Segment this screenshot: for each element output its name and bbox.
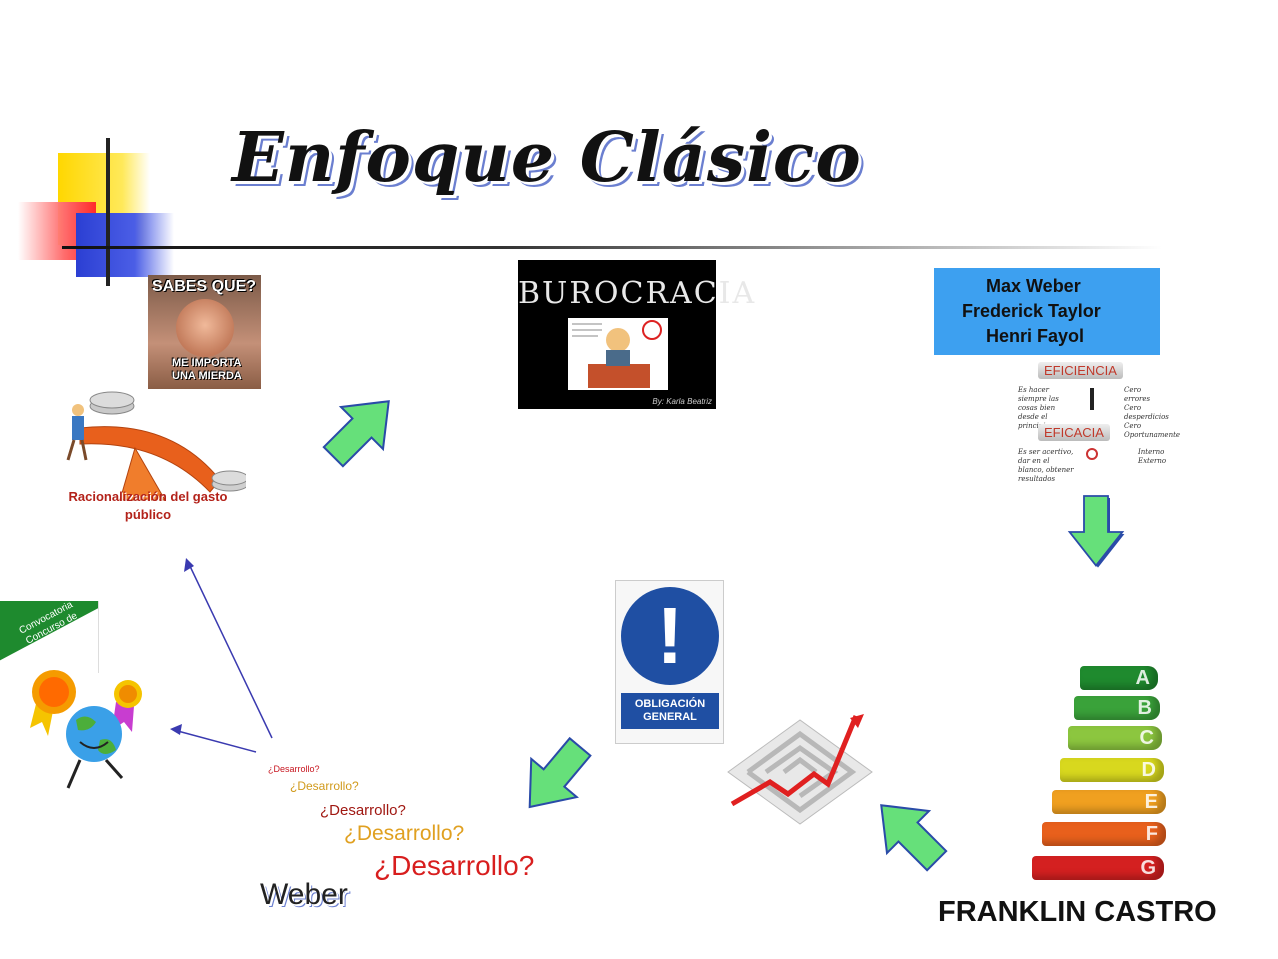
sign-label-line-2: GENERAL xyxy=(643,711,697,723)
eficiencia-left-text: Es hacer siempre las cosas bien desde el… xyxy=(1018,386,1059,430)
eficiencia-right-text: Cero errores Cero desperdicios Cero Opor… xyxy=(1124,386,1181,439)
racionalizacion-caption: Racionalización del gasto público xyxy=(50,488,246,524)
slide-title: Enfoque Clásico xyxy=(232,118,862,198)
connector-line-up xyxy=(187,561,273,739)
energy-rating-g: G xyxy=(1032,856,1164,880)
sign-label: OBLIGACIÓN GENERAL xyxy=(621,693,719,729)
eficacia-tag: EFICACIA xyxy=(1038,424,1110,441)
obligacion-general-sign: ! OBLIGACIÓN GENERAL xyxy=(615,580,724,744)
author-weber: Max Weber xyxy=(986,276,1081,296)
burocracia-cartoon xyxy=(568,318,668,390)
meme-bottom-line-2: UNA MIERDA xyxy=(172,370,242,382)
burocracia-signature: By: Karla Beatriz xyxy=(652,397,712,406)
sign-label-line-1: OBLIGACIÓN xyxy=(634,698,706,710)
racionalizacion-image: Racionalización del gasto público xyxy=(50,388,249,528)
decor-blue-square xyxy=(76,213,174,277)
arrow-up-left-icon xyxy=(859,783,959,883)
sabes-que-meme-image: SABES QUE? ME IMPORTA UNA MIERDA xyxy=(148,275,261,389)
author-fayol: Henri Fayol xyxy=(986,326,1085,346)
target-icon xyxy=(1086,448,1098,460)
seesaw-illustration xyxy=(66,391,249,501)
author-credit: FRANKLIN CASTRO xyxy=(938,896,1217,928)
arrow-down-left-icon xyxy=(505,726,604,828)
energy-rating-d: D xyxy=(1060,758,1164,782)
person-icon xyxy=(1090,388,1094,410)
energy-rating-c: C xyxy=(1068,726,1162,750)
racionalizacion-line-1: Racionalización del gasto xyxy=(68,489,228,504)
eficiencia-tag: EFICIENCIA xyxy=(1038,362,1123,379)
author-taylor: Frederick Taylor xyxy=(962,301,1101,321)
meme-bottom-line-1: ME IMPORTA xyxy=(172,357,242,369)
maze-image xyxy=(718,712,882,832)
racionalizacion-line-2: público xyxy=(124,507,172,522)
energy-rating-e: E xyxy=(1052,790,1166,814)
energy-rating-image: A B C D E F G xyxy=(1024,662,1174,892)
sign-circle: ! xyxy=(621,587,719,685)
convocatoria-image: Convocatoria Concurso de Méritos xyxy=(0,601,99,673)
meme-bottom-text: ME IMPORTA UNA MIERDA xyxy=(172,357,242,383)
energy-rating-f: F xyxy=(1042,822,1166,846)
desarrollo-text-2: ¿Desarrollo? xyxy=(290,779,359,793)
eficacia-left-text: Es ser acertivo, dar en el blanco, obten… xyxy=(1018,448,1074,483)
authors-box: Max Weber Frederick Taylor Henri Fayol xyxy=(934,268,1160,355)
burocracia-heading: BUROCRACIA xyxy=(518,276,757,311)
desarrollo-text-3: ¿Desarrollo? xyxy=(320,802,406,819)
eficacia-right-text: Interno Externo xyxy=(1138,448,1167,465)
burocracia-image: BUROCRACIA By: Karla Beatriz xyxy=(518,260,757,409)
eficiencia-eficacia-image: EFICIENCIA Es hacer siempre las cosas bi… xyxy=(1016,358,1181,483)
meme-top-text: SABES QUE? xyxy=(152,278,257,295)
energy-rating-a: A xyxy=(1080,666,1158,690)
title-underline xyxy=(62,246,1162,249)
desarrollo-text-5: ¿Desarrollo? xyxy=(374,850,535,881)
connector-line-left xyxy=(173,729,257,753)
meme-face xyxy=(176,299,234,357)
arrow-up-right-icon xyxy=(311,379,411,479)
exclamation-icon: ! xyxy=(656,591,684,680)
weber-label: Weber xyxy=(260,878,348,911)
desarrollo-text-4: ¿Desarrollo? xyxy=(344,822,465,845)
decor-vertical-line xyxy=(106,138,110,286)
globe-medals-image xyxy=(16,666,158,796)
desarrollo-text-1: ¿Desarrollo? xyxy=(268,764,320,774)
arrow-down-icon xyxy=(1068,495,1125,568)
energy-rating-b: B xyxy=(1074,696,1160,720)
